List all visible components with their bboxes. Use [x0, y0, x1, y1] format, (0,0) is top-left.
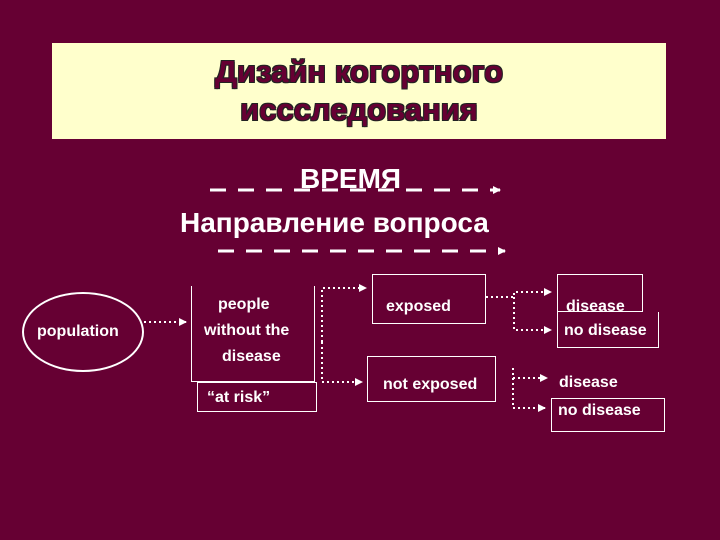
exposed-disease-node: disease — [557, 274, 643, 315]
not-exposed-disease-label: disease — [559, 374, 618, 391]
title-box: Дизайн когортного иссследования — [52, 43, 666, 139]
title-line-2: иссследования — [240, 92, 478, 127]
people-line-2: without the — [204, 322, 290, 339]
arrow-not-exposed-to-disease — [512, 368, 548, 382]
arrow-exposed-to-disease — [486, 288, 552, 298]
population-node: population — [22, 292, 144, 372]
not-exposed-no-disease-label: no disease — [558, 402, 641, 419]
direction-label: Направление вопроса — [180, 207, 489, 238]
not-exposed-no-disease-node: no disease — [551, 398, 665, 432]
arrow-not-exposed-to-no-disease — [512, 378, 546, 412]
not-exposed-disease-node: disease — [553, 360, 645, 398]
not-exposed-label: not exposed — [383, 376, 478, 393]
exposed-no-disease-label: no disease — [564, 322, 647, 339]
arrow-exposed-to-no-disease — [513, 297, 552, 334]
exposed-label: exposed — [386, 298, 451, 315]
not-exposed-node: not exposed — [367, 356, 496, 402]
people-line-1: people — [218, 296, 270, 313]
exposed-no-disease-node: no disease — [557, 312, 659, 348]
people-line-3: disease — [222, 348, 281, 365]
at-risk-label: “at risk” — [207, 389, 271, 406]
exposed-node: exposed — [372, 274, 486, 324]
arrow-people-to-exposed — [321, 284, 367, 342]
at-risk-node: “at risk” — [197, 382, 317, 412]
arrow-people-to-not-exposed — [321, 342, 363, 386]
population-label: population — [37, 323, 119, 340]
exposed-disease-label: disease — [566, 298, 625, 315]
people-without-disease-node: people without the disease — [191, 286, 315, 382]
title-line-1: Дизайн когортного — [214, 54, 504, 89]
